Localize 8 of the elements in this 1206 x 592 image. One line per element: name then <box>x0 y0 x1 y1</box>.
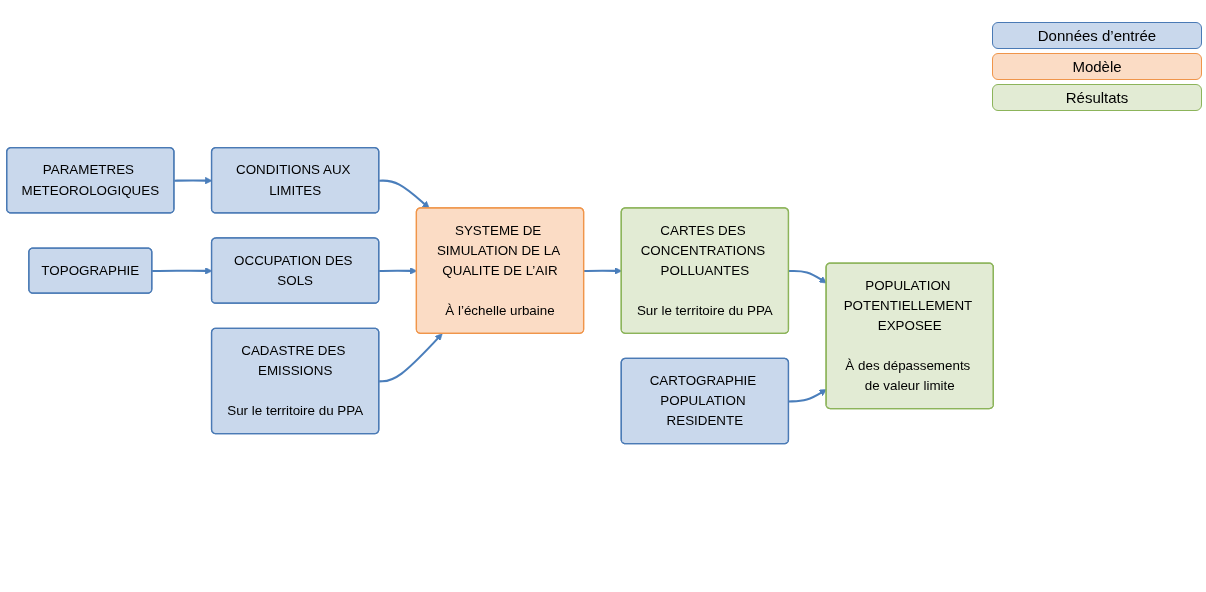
arrow <box>788 389 827 403</box>
arrow <box>584 267 622 275</box>
legend-swatch: Résultats <box>992 84 1202 111</box>
arrow <box>379 333 443 383</box>
arrow <box>379 179 430 209</box>
arrow <box>788 270 827 284</box>
legend-swatch: Modèle <box>992 53 1202 80</box>
legend-swatch: Données d’entrée <box>992 22 1202 49</box>
